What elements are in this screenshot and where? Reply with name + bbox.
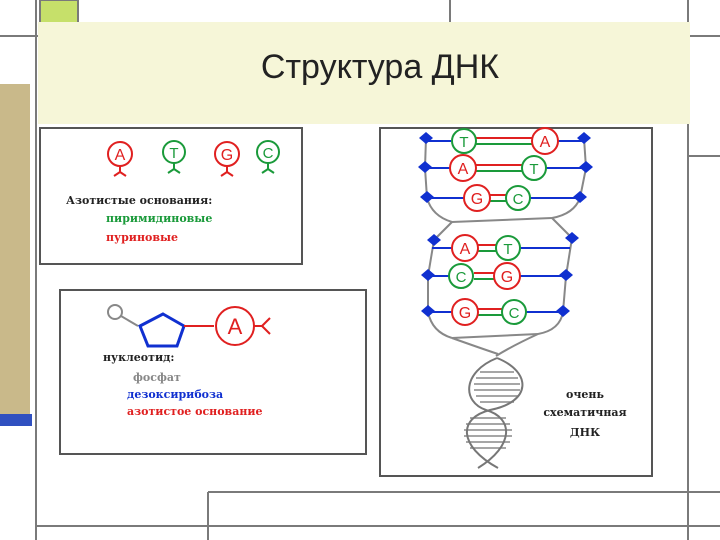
phosphate-icon [419, 132, 433, 144]
base-letter: C [456, 269, 467, 286]
double-helix-icon [464, 357, 524, 469]
dna-base-purine [451, 298, 479, 326]
dna-base-pyrimidine [451, 128, 477, 154]
dna-base-pyrimidine [521, 155, 547, 181]
dna-base-purine [449, 154, 477, 182]
dna-connector [451, 217, 553, 223]
phosphate-icon [559, 269, 573, 281]
nucleotide-heading: нуклеотид: [103, 351, 175, 364]
base-letter: G [471, 191, 483, 208]
dna-connector [451, 333, 539, 339]
bases-heading: Азотистые основания: [66, 194, 213, 207]
base-letter: A [458, 161, 469, 178]
helix-strand [465, 357, 524, 469]
base-letter: A [115, 147, 126, 164]
figure-background [38, 126, 684, 486]
nucleotide-panel-frame [59, 289, 367, 455]
base-label: азотистое основание [127, 405, 263, 418]
dna-base-pyrimidine [501, 299, 527, 325]
frame-tan-strip [0, 84, 30, 414]
base-letter: T [459, 134, 468, 151]
phosphate-icon [565, 232, 579, 244]
frame-blue-strip [0, 414, 32, 426]
base-letter: C [509, 305, 520, 322]
base-letter: T [169, 145, 178, 162]
phosphate-label: фосфат [133, 371, 181, 384]
dna-panel-frame [379, 127, 653, 477]
deoxyribose-icon [138, 312, 186, 348]
base-letter: A [460, 241, 471, 258]
phosphate-icon [579, 161, 593, 173]
bases-panel-frame [39, 127, 303, 265]
base-letter: G [501, 269, 513, 286]
phosphate-icon [421, 269, 435, 281]
base-pyrimidine-c: C [256, 140, 280, 174]
phosphate-icon [577, 132, 591, 144]
base-letter: G [221, 147, 233, 164]
base-purine-a: A [107, 141, 133, 177]
dna-connector [551, 217, 573, 239]
pyrimidine-label: пиримидиновые [106, 212, 213, 225]
base-letter: A [540, 134, 551, 151]
dna-connector [495, 333, 539, 357]
purine-label: пуриновые [106, 231, 178, 244]
dna-caption-line: очень [566, 388, 604, 401]
helix-strand [468, 357, 507, 469]
dna-base-purine [463, 184, 491, 212]
slide-title: Структура ДНК [260, 48, 500, 86]
base-letter: T [529, 161, 538, 178]
dna-base-pyrimidine [495, 235, 521, 261]
bond-line [120, 315, 139, 327]
deoxyribose-label: дезоксирибоза [127, 388, 224, 401]
base-letter: T [503, 241, 512, 258]
nucleotide-base-icon: A [215, 306, 271, 346]
phosphate-icon [421, 305, 435, 317]
base-letter: A [228, 314, 243, 339]
base-letter: C [513, 191, 524, 208]
dna-caption-line: схематичная [543, 406, 627, 419]
title-band [38, 22, 690, 124]
dna-base-pyrimidine [448, 263, 474, 289]
dna-caption-line: ДНК [569, 426, 601, 439]
phosphate-icon [418, 161, 432, 173]
phosphate-icon [573, 191, 587, 203]
phosphate-icon [556, 305, 570, 317]
phosphate-icon [420, 191, 434, 203]
helix-rungs [464, 371, 520, 449]
dna-base-purine [531, 127, 559, 155]
base-purine-g: G [214, 141, 240, 177]
dna-connector [451, 337, 499, 355]
dna-base-purine [451, 234, 479, 262]
phosphate-icon [107, 304, 123, 320]
dna-base-pyrimidine [505, 185, 531, 211]
base-letter: C [263, 145, 274, 162]
phosphate-markers [418, 132, 593, 317]
base-pyrimidine-t: T [162, 140, 186, 174]
base-letter: G [459, 305, 471, 322]
dna-base-purine [493, 262, 521, 290]
phosphate-icon [427, 234, 441, 246]
